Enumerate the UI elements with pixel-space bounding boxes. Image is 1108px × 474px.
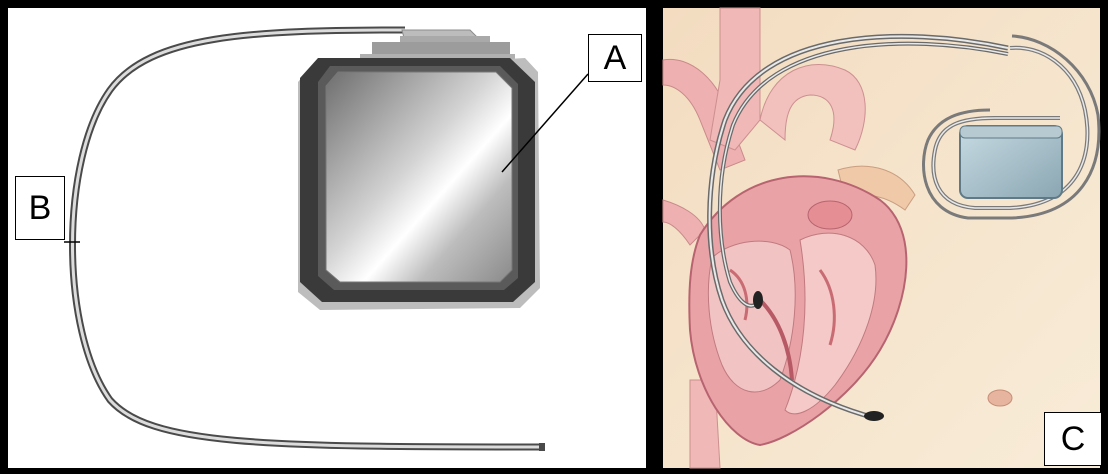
left-panel	[8, 8, 646, 468]
label-a: A	[588, 34, 642, 82]
nipple	[988, 390, 1012, 406]
pulse-generator	[298, 58, 540, 310]
panel-divider	[648, 0, 661, 474]
right-panel	[663, 8, 1100, 468]
label-b: B	[15, 176, 65, 240]
label-c: C	[1044, 412, 1102, 466]
